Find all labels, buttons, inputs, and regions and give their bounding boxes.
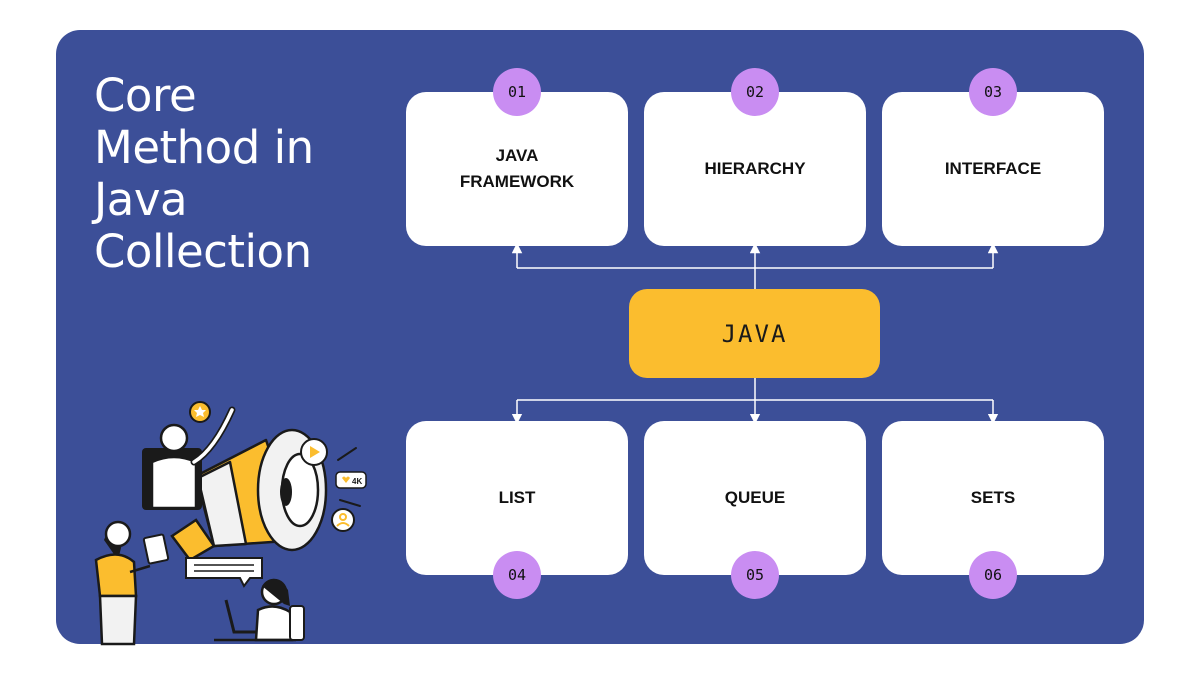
node-label: HIERARCHY	[704, 159, 806, 178]
page-title: Core Method in Java Collection	[94, 70, 314, 278]
chat-bubble-icon	[185, 557, 263, 588]
heart-icon	[342, 476, 350, 483]
node-label: INTERFACE	[944, 159, 1042, 178]
node-label: LIST	[498, 488, 536, 507]
title-line: Java	[94, 173, 188, 226]
node-number-badge: 03	[969, 68, 1017, 116]
node-card-interface: INTERFACE	[882, 92, 1104, 246]
center-node-java: JAVA	[629, 289, 880, 378]
title-line: Core	[94, 69, 197, 122]
node-number-badge: 06	[969, 551, 1017, 599]
node-number-badge: 05	[731, 551, 779, 599]
title-line: Method in	[94, 121, 314, 174]
sound-lines-icon	[337, 447, 361, 507]
like-count-text: 4K	[352, 477, 362, 486]
node-label: JAVA FRAMEWORK	[459, 146, 575, 191]
title-line: Collection	[94, 225, 312, 278]
center-node-label: JAVA	[721, 319, 788, 348]
node-card-java-framework: JAVA FRAMEWORK	[406, 92, 628, 246]
person-in-frame-icon	[142, 406, 236, 510]
node-number-badge: 01	[493, 68, 541, 116]
node-label: QUEUE	[724, 488, 786, 507]
node-card-sets: SETS	[882, 421, 1104, 575]
profile-icon	[331, 508, 355, 532]
node-card-queue: QUEUE	[644, 421, 866, 575]
star-icon	[189, 401, 211, 423]
node-label: SETS	[970, 488, 1016, 507]
woman-at-laptop-icon	[214, 578, 305, 642]
woman-with-paper-icon	[94, 520, 170, 646]
like-count-badge: 4K	[335, 471, 367, 489]
play-icon	[300, 438, 328, 466]
node-card-hierarchy: HIERARCHY	[644, 92, 866, 246]
node-number-badge: 04	[493, 551, 541, 599]
node-card-list: LIST	[406, 421, 628, 575]
node-number-badge: 02	[731, 68, 779, 116]
